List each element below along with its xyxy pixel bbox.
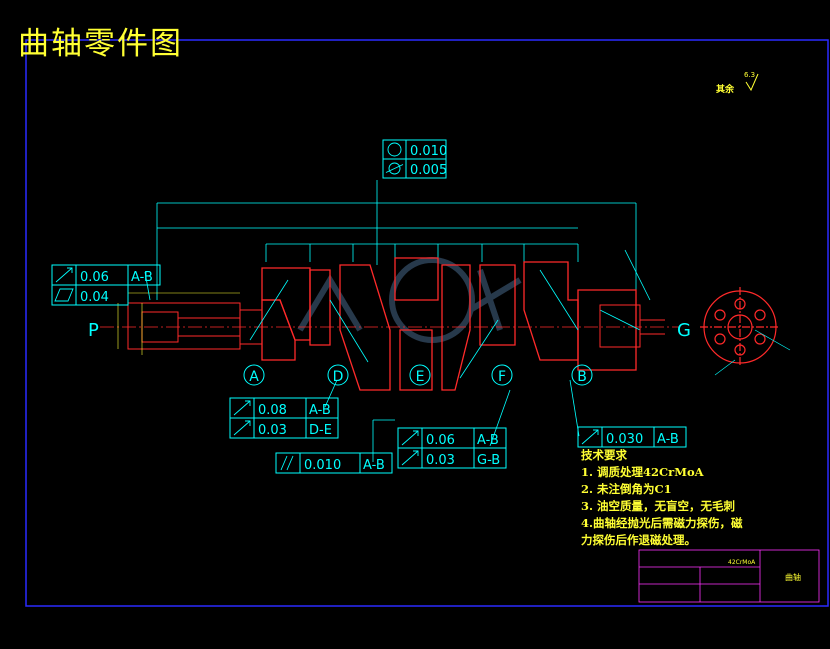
- tolerance-frame-cell: [127, 264, 161, 286]
- cylindricity-icon: [385, 164, 404, 173]
- parallel-icon: [280, 455, 288, 471]
- tech-heading: 技术要求: [581, 448, 627, 462]
- tolerance-frame-cell: [275, 452, 301, 474]
- runout-icon: [413, 430, 419, 436]
- roundness-icon: [387, 142, 402, 157]
- tolerance-datum: A-B: [363, 458, 385, 473]
- tolerance-value: 0.08: [258, 403, 287, 418]
- runout-icon: [593, 429, 599, 435]
- cylindricity-icon: [388, 162, 401, 175]
- left-shaft-dimensions: [117, 292, 240, 355]
- tolerance-frame-cell: [473, 447, 507, 469]
- flatness-icon: [54, 288, 74, 302]
- tolerance-value: 0.010: [410, 144, 447, 159]
- tolerance-leaders: [144, 180, 580, 462]
- tech-item: 2. 未注倒角为C1: [581, 482, 672, 496]
- technical-requirements: 技术要求 1. 调质处理42CrMoA 2. 未注倒角为C1 3. 油空质量，无…: [581, 447, 781, 549]
- tolerance-frame-cell: [359, 452, 393, 474]
- tolerance-value: 0.03: [258, 423, 287, 438]
- section-marker: [409, 364, 431, 386]
- flange-end-view: [700, 287, 780, 367]
- tolerance-value: 0.005: [410, 163, 447, 178]
- right-shaft-end: [599, 304, 665, 348]
- web-hatching: [249, 269, 641, 379]
- overall-dimensions: [156, 202, 651, 301]
- tolerance-value: 0.06: [80, 270, 109, 285]
- drawing-border: [25, 39, 829, 607]
- runout-icon: [245, 420, 251, 426]
- section-marker: [491, 364, 513, 386]
- section-label: D: [333, 369, 344, 385]
- runout-icon: [67, 267, 73, 273]
- tolerance-datum: A-B: [657, 432, 679, 447]
- section-marker: [243, 364, 265, 386]
- drawing-title: 曲轴零件图: [18, 26, 183, 62]
- tolerance-value: 0.030: [606, 432, 643, 447]
- roughness-icon: [745, 73, 759, 92]
- roughness-value: 6.3: [744, 71, 756, 79]
- tolerance-value: 0.04: [80, 290, 109, 305]
- runout-icon: [55, 267, 73, 283]
- tech-item: 4.曲轴经抛光后需磁力探伤，磁: [581, 516, 743, 530]
- title-block: [638, 549, 820, 603]
- section-marker: [327, 364, 349, 386]
- view-label-g: G: [677, 320, 691, 341]
- tolerance-frame-cell: [305, 417, 339, 439]
- tech-item: 1. 调质处理42CrMoA: [581, 465, 704, 479]
- roughness-label: 其余: [716, 85, 735, 95]
- section-marker: [571, 364, 593, 386]
- runout-icon: [413, 450, 419, 456]
- left-shaft-end: [127, 302, 262, 350]
- tolerance-datum: A-B: [309, 403, 331, 418]
- crank-webs: [261, 257, 637, 391]
- title-block-material: 42CrMoA: [728, 559, 756, 566]
- runout-icon: [401, 450, 419, 466]
- section-label: B: [577, 369, 587, 385]
- tech-item: 力探伤后作退磁处理。: [581, 533, 696, 547]
- tolerance-value: 0.010: [304, 458, 341, 473]
- tolerance-datum: A-B: [131, 270, 153, 285]
- tolerance-frame-cell: [51, 284, 77, 306]
- tolerance-frame-cell: [75, 284, 129, 306]
- runout-icon: [233, 400, 251, 416]
- view-label-p: P: [88, 320, 99, 341]
- tolerance-value: 0.06: [426, 433, 455, 448]
- runout-icon: [233, 420, 251, 436]
- title-block-part-name: 曲轴: [785, 572, 801, 582]
- section-label: F: [498, 369, 506, 385]
- tolerance-datum: A-B: [477, 433, 499, 448]
- runout-icon: [401, 430, 419, 446]
- section-label: E: [416, 369, 425, 385]
- section-label: A: [249, 369, 259, 385]
- runout-icon: [581, 429, 599, 445]
- runout-icon: [245, 400, 251, 406]
- parallel-icon: [286, 455, 294, 471]
- flange-leaders: [714, 329, 791, 376]
- tolerance-datum: G-B: [477, 453, 500, 468]
- tolerance-frame-cell: [405, 158, 447, 179]
- tech-item: 3. 油空质量，无盲空，无毛刺: [581, 499, 736, 513]
- tolerance-datum: D-E: [309, 423, 332, 438]
- tolerance-value: 0.03: [426, 453, 455, 468]
- tolerance-frame-cell: [653, 426, 687, 448]
